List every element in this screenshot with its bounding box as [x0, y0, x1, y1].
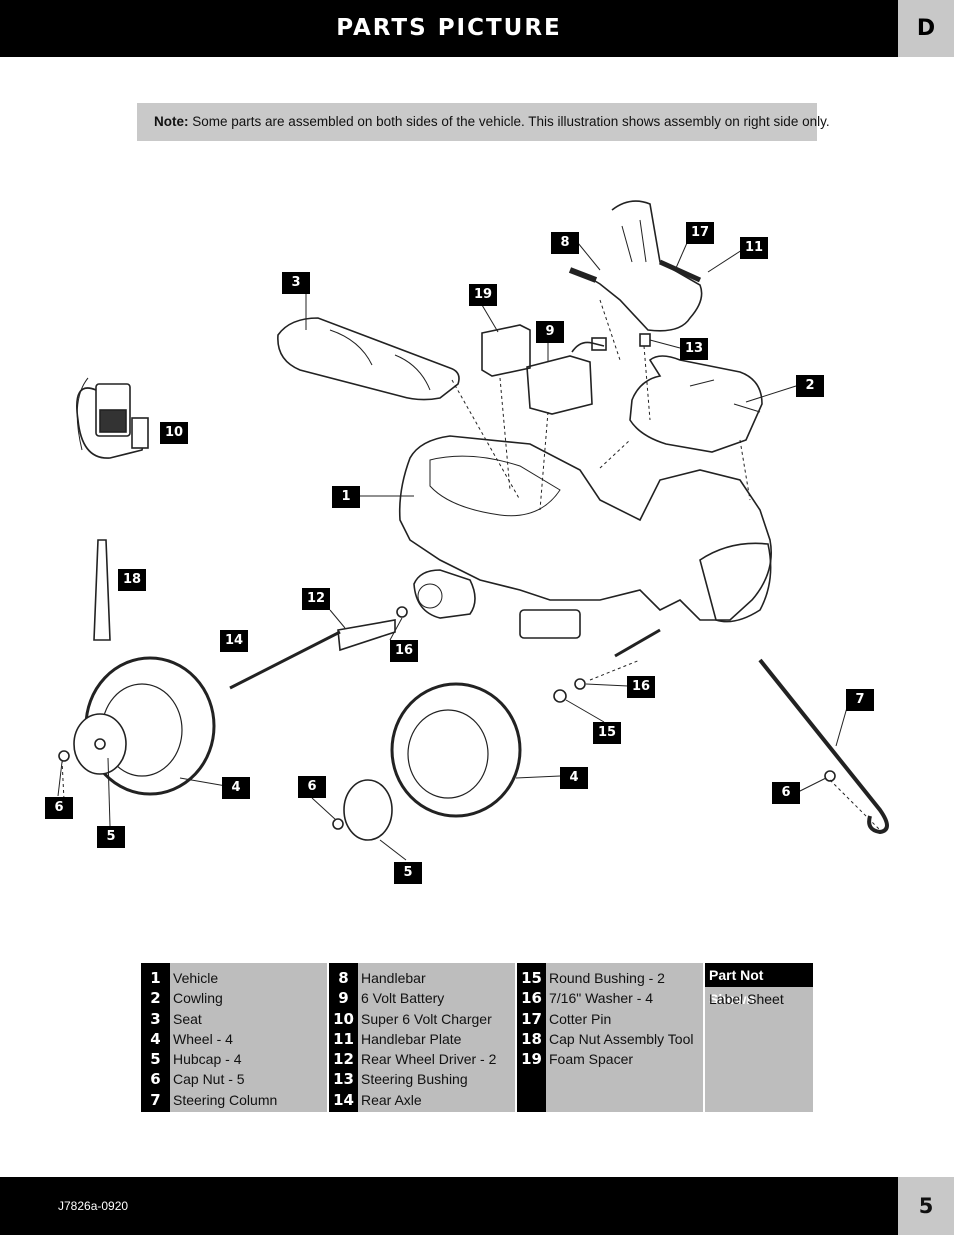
callout-washer: 16	[627, 676, 655, 698]
left-wheel-drawing	[73, 656, 216, 796]
callout-charger: 10	[160, 422, 188, 444]
callout-cowling: 2	[796, 375, 824, 397]
callout-battery: 9	[536, 321, 564, 343]
page-title: PARTS PICTURE	[336, 15, 562, 41]
washer-drawing	[574, 678, 586, 690]
callout-cap-nut-tool: 18	[118, 569, 146, 591]
charger-drawing	[76, 377, 149, 459]
rear-axle-drawing	[229, 630, 341, 690]
callout-seat: 3	[282, 272, 310, 294]
parts-diagram	[57, 200, 889, 861]
vehicle-drawing	[398, 435, 772, 639]
battery-drawing	[526, 337, 607, 415]
callout-hubcap: 5	[394, 862, 422, 884]
cap-nut-drawing	[332, 818, 344, 830]
callout-cotter-pin: 17	[686, 222, 714, 244]
callout-steering-bushing: 13	[680, 338, 708, 360]
callout-cap-nut: 6	[298, 776, 326, 798]
callout-rear-wheel-driver: 12	[302, 588, 330, 610]
callout-cap-nut: 6	[772, 782, 800, 804]
cowling-drawing	[629, 355, 763, 453]
cap-nut-tool-drawing	[93, 539, 111, 641]
section-tab: D	[898, 0, 954, 57]
right-wheel-drawing	[343, 682, 522, 841]
note-text: Some parts are assembled on both sides o…	[192, 114, 830, 129]
steering-bushing-drawing	[639, 333, 651, 347]
page-header: PARTS PICTURE	[0, 0, 898, 57]
callout-foam-spacer: 19	[469, 284, 497, 306]
callout-wheel: 4	[222, 777, 250, 799]
page-footer: J7826a-0920	[0, 1177, 898, 1235]
callout-round-bushing: 15	[593, 722, 621, 744]
note-label: Note:	[154, 114, 189, 129]
part-not-shown-heading: Part Not Shown	[705, 963, 813, 1007]
foam-spacer-drawing	[481, 324, 531, 377]
washer-drawing	[396, 606, 408, 618]
rear-wheel-driver-drawing	[337, 619, 396, 652]
steering-column-drawing	[758, 658, 889, 835]
cap-nut-drawing	[824, 770, 836, 782]
page-number: 5	[898, 1177, 954, 1235]
cap-nut-drawing	[58, 750, 70, 762]
part-not-shown-item: Label Sheet	[709, 991, 784, 1007]
callout-vehicle: 1	[332, 486, 360, 508]
handlebar-drawing	[568, 200, 703, 332]
callout-hubcap: 5	[97, 826, 125, 848]
round-bushing-drawing	[553, 689, 567, 703]
assembly-note: Note: Some parts are assembled on both s…	[137, 103, 830, 141]
part-not-shown-box: Part Not Shown Label Sheet	[705, 963, 813, 1112]
callout-handlebar-plate: 11	[740, 237, 768, 259]
callout-steering-column: 7	[846, 689, 874, 711]
callout-wheel: 4	[560, 767, 588, 789]
callout-rear-axle: 14	[220, 630, 248, 652]
callout-washer: 16	[390, 640, 418, 662]
callout-cap-nut: 6	[45, 797, 73, 819]
document-code: J7826a-0920	[58, 1199, 129, 1213]
callout-handlebar: 8	[551, 232, 579, 254]
